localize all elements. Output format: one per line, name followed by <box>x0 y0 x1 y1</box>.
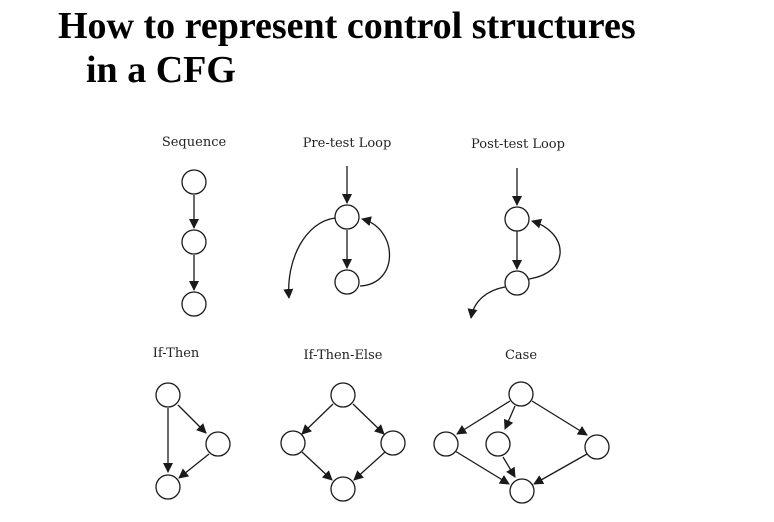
case-branch-right-node <box>584 434 610 460</box>
sequence-node-3 <box>181 291 207 317</box>
if-then-then-node <box>205 431 231 457</box>
if-then-diagram: If-Then <box>153 346 231 500</box>
case-edge-branch-left <box>456 400 511 435</box>
case-edge-right-join <box>533 453 588 485</box>
pretest-loop-back-edge <box>359 216 391 287</box>
if-then-else-edge-then-join <box>301 451 333 481</box>
sequence-label: Sequence <box>162 135 227 150</box>
pretest-loop-label: Pre-test Loop <box>303 136 392 151</box>
if-then-edge-then <box>177 404 207 434</box>
slide-title: How to represent control structures in a… <box>58 4 768 92</box>
case-edge-branch-middle <box>504 405 516 430</box>
pretest-loop-header-node <box>334 204 360 230</box>
if-then-else-label: If-Then-Else <box>304 348 383 363</box>
posttest-loop-exit-edge <box>467 286 506 319</box>
case-edge-branch-right <box>531 400 588 436</box>
sequence-diagram: Sequence <box>162 135 227 317</box>
if-then-label: If-Then <box>153 346 200 361</box>
sequence-node-2 <box>181 229 207 255</box>
if-then-else-else-node <box>380 430 406 456</box>
if-then-else-condition-node <box>330 382 356 408</box>
pretest-loop-body-node <box>334 269 360 295</box>
posttest-loop-back-edge <box>528 218 561 280</box>
pretest-loop-exit-edge <box>283 217 336 299</box>
if-then-else-then-node <box>280 430 306 456</box>
case-join-node <box>509 478 535 504</box>
case-branch-middle-node <box>485 431 511 457</box>
if-then-join-node <box>155 474 181 500</box>
case-diagram: Case <box>433 348 610 504</box>
case-branch-left-node <box>433 431 459 457</box>
if-then-else-diagram: If-Then-Else <box>280 348 406 502</box>
slide-title-line-1: How to represent control structures <box>58 5 636 47</box>
posttest-loop-body-node <box>504 206 530 232</box>
case-edge-middle-join <box>502 456 516 478</box>
posttest-loop-diagram: Post-test Loop <box>467 137 565 319</box>
if-then-else-edge-else <box>352 403 385 435</box>
case-edge-left-join <box>454 450 510 485</box>
case-label: Case <box>505 348 537 363</box>
if-then-else-edge-else-join <box>353 451 386 481</box>
slide-title-line-2: in a CFG <box>86 49 236 91</box>
if-then-edge-join <box>178 453 210 479</box>
if-then-else-join-node <box>330 476 356 502</box>
sequence-node-1 <box>181 169 207 195</box>
posttest-loop-condition-node <box>504 270 530 296</box>
pretest-loop-diagram: Pre-test Loop <box>283 136 392 299</box>
if-then-else-edge-then <box>301 403 334 435</box>
if-then-condition-node <box>155 382 181 408</box>
posttest-loop-label: Post-test Loop <box>471 137 565 152</box>
case-switch-node <box>508 381 534 407</box>
